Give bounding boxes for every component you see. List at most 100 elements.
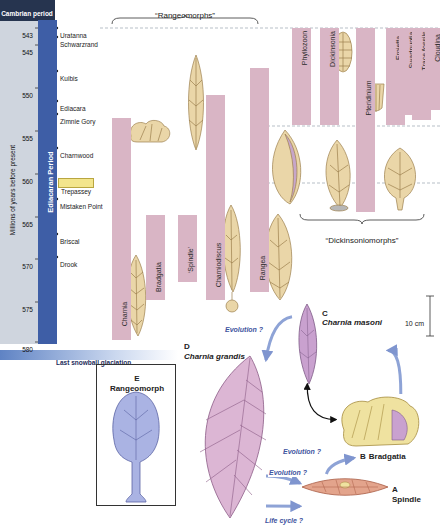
taxon-bar: Phyllozoon: [292, 28, 311, 125]
period-name-holder: Ediacaran Period: [39, 151, 57, 212]
figure-letter: D: [184, 343, 190, 352]
taxon-bar: Charnia: [112, 118, 131, 340]
scale-bar: [426, 296, 434, 336]
rangeomorph-box: ERangeomorph: [96, 364, 176, 506]
site-name: Charnwood: [60, 152, 93, 159]
site-name-holder: Uratanna: [60, 24, 87, 42]
site-name-holder: Briscal: [60, 230, 80, 248]
taxon-bar: Cloudina: [425, 28, 440, 110]
taxon-name: Cloudina: [434, 34, 440, 62]
site-highlight: Trepassey: [58, 178, 94, 188]
edge-label: Evolution ?: [268, 469, 308, 477]
taxon-name: Dickinsonia: [329, 31, 337, 67]
edge-label-holder: Evolution ?: [282, 440, 322, 458]
site-name: Briscal: [60, 238, 80, 245]
site-name-holder: Mistaken Point: [60, 195, 103, 213]
site-name: Schwarzrand: [60, 41, 98, 48]
tick-number: 560: [22, 178, 33, 185]
node-label: Spindle: [392, 496, 421, 505]
node-label: Charnia masoni: [322, 319, 382, 328]
evolution-arrow: [266, 476, 300, 483]
tick-number: 543: [22, 32, 33, 39]
taxon-name: Phyllozoon: [301, 31, 309, 65]
site-name-holder: Kuibis: [60, 67, 78, 85]
taxon-bar: Charniodiscus: [206, 95, 225, 300]
edge-label-holder: Evolution ?: [224, 318, 264, 336]
taxon-name-holder: Cloudina: [426, 34, 440, 62]
tick-number: 565: [22, 221, 33, 228]
tick-number-holder: 570: [22, 255, 33, 273]
site-name-holder: Charnwood: [60, 144, 93, 162]
taxon-name: Pteridinium: [365, 80, 373, 115]
taxon-name-holder: ‘Spindle’: [179, 247, 197, 273]
edge-label-holder: Evolution ?: [268, 461, 308, 479]
figure-letter-holder: B: [360, 445, 366, 463]
axis-title-holder: Millions of years before present: [1, 145, 19, 235]
figure-letter-holder: C: [322, 302, 328, 320]
edge-label: Evolution ?: [224, 326, 264, 334]
tick-number-holder: 565: [22, 213, 33, 231]
node-label-holder: Charnia grandis: [184, 345, 245, 363]
figure-letter-holder: E: [134, 367, 139, 385]
evolution-arrow: [388, 350, 401, 394]
group-bracket: [300, 214, 424, 224]
edge-label: Evolution ?: [282, 448, 322, 456]
tick-number: 570: [22, 263, 33, 270]
node-label-holder: Charnia masoni: [322, 311, 382, 329]
taxon-bar: Pteridinium: [356, 28, 375, 212]
scale-label-holder: 10 cm: [405, 312, 424, 330]
taxon-name: Charnia: [121, 302, 129, 327]
site-name: Drook: [60, 261, 77, 268]
taxon-name: Bradgatia: [155, 262, 163, 292]
taxon-name: ‘Spindle’: [187, 247, 195, 273]
figure-letter-holder: D: [184, 335, 190, 353]
taxon-bar: ‘Spindle’: [178, 215, 197, 282]
taxon-name-holder: Dickinsonia: [321, 31, 339, 67]
axis-strip: [0, 20, 38, 344]
node-label: Last snowball glaciation: [56, 359, 131, 366]
group-name: “Rangeomorphs”: [155, 12, 215, 21]
node-label: Cambrian period: [1, 10, 53, 17]
figure-letter: B: [360, 453, 366, 462]
site-name-holder: Zimnie Gory: [60, 110, 95, 128]
tick-number-holder: 575: [22, 298, 33, 316]
group-name: “Dickinsoniomorphs”: [326, 237, 399, 246]
period-bar: Ediacaran Period: [38, 20, 57, 344]
node-label: Rangeomorph: [110, 385, 164, 394]
taxon-name: Charniodiscus: [215, 243, 223, 287]
site-name: Kuibis: [60, 75, 78, 82]
edge-label: Life cycle ?: [264, 517, 304, 525]
tick-number-holder: 580: [22, 338, 33, 356]
tick-number-holder: 555: [22, 127, 33, 145]
site-name: Uratanna: [60, 32, 87, 39]
scale-label: 10 cm: [405, 320, 424, 328]
node-label: Charnia grandis: [184, 353, 245, 362]
group-name-holder: “Dickinsoniomorphs”: [326, 229, 399, 247]
taxon-bar: Rangea: [250, 68, 269, 292]
taxon-name-holder: Pteridinium: [357, 80, 375, 115]
period-header: Cambrian period: [0, 0, 55, 21]
taxon-bar: Dickinsonia: [320, 28, 339, 125]
taxon-name: Rangea: [259, 256, 267, 281]
figure-letter: A: [392, 486, 398, 495]
taxon-name-holder: Charnia: [113, 302, 131, 327]
fossil-figure: DCharnia grandis: [182, 334, 266, 526]
tick-number: 575: [22, 306, 33, 313]
taxon-name-holder: Phyllozoon: [293, 31, 311, 65]
period-name: Ediacaran Period: [47, 151, 55, 212]
site-name-holder: Drook: [60, 253, 77, 271]
panel-figures: [113, 296, 434, 518]
tick-number: 545: [22, 49, 33, 56]
tick-number-holder: 545: [22, 41, 33, 59]
figure-letter-holder: A: [392, 478, 398, 496]
taxon-bar: Bradgatia: [146, 215, 165, 300]
site-name: Ediacara: [60, 105, 86, 112]
evolution-arrow: [326, 458, 354, 474]
tick-number: 555: [22, 135, 33, 142]
fossil-figure: CCharnia masoni: [292, 300, 388, 384]
site-name: Mistaken Point: [60, 203, 103, 210]
figure-letter: E: [134, 375, 139, 384]
taxon-name-holder: Charniodiscus: [207, 243, 225, 287]
taxon-name-holder: Bradgatia: [147, 262, 165, 292]
